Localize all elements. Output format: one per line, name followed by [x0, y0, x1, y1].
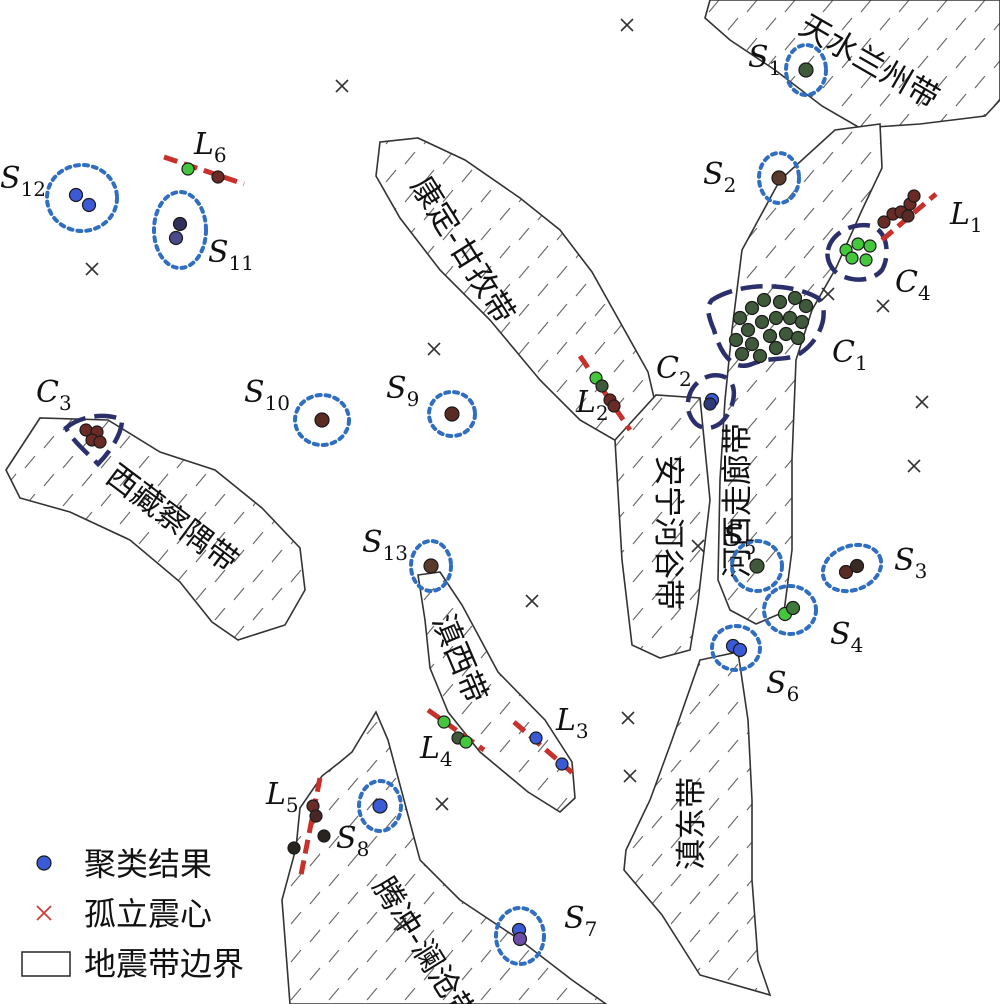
cluster-s11: S11 — [152, 190, 254, 275]
cluster-c1: C1 — [706, 284, 868, 375]
cluster-label-s9: S9 — [386, 371, 419, 411]
cluster-s6: S6 — [710, 624, 799, 706]
isolated-epicenter-marker — [335, 79, 349, 93]
cluster-label-l6: L6 — [193, 127, 227, 167]
isolated-epicenter-marker — [907, 459, 921, 473]
cluster-label-l3: L3 — [555, 703, 589, 743]
cluster-label-s8: S8 — [336, 821, 369, 861]
cluster-s1: S1 — [748, 40, 828, 97]
cluster-s13: S13 — [362, 525, 453, 593]
cluster-label-c4: C4 — [895, 265, 931, 305]
cluster-s12: S12 — [0, 161, 119, 233]
isolated-epicenters — [85, 18, 929, 931]
cluster-l6: L6 — [163, 127, 245, 187]
cluster-l3: L3 — [512, 703, 589, 778]
legend-item-cluster-result: 聚类结果 — [36, 845, 212, 883]
cluster-label-s2: S2 — [703, 157, 736, 197]
isolated-epicenter-marker — [623, 769, 637, 783]
isolated-epicenter-marker — [621, 711, 635, 725]
cluster-c3: C3 — [36, 375, 125, 468]
cluster-label-s11: S11 — [208, 235, 254, 275]
cluster-label-c3: C3 — [36, 375, 72, 415]
cluster-label-s7: S7 — [564, 901, 597, 941]
cluster-c1-points — [728, 290, 814, 364]
zone-xizang-chayu: 西藏察隅带 — [5, 417, 306, 641]
cluster-c2: C2 — [656, 351, 737, 431]
cluster-label-c2: C2 — [656, 351, 692, 391]
zone-diandong: 滇东带 — [623, 651, 772, 997]
legend-item-isolated-epicenter: 孤立震心 — [36, 895, 212, 933]
isolated-epicenter-marker — [876, 299, 890, 313]
legend-label-zone-boundary: 地震带边界 — [84, 945, 244, 983]
cluster-s9: S9 — [386, 371, 477, 438]
cluster-label-l4: L4 — [419, 731, 453, 771]
cluster-l4: L4 — [419, 707, 486, 771]
isolated-epicenter-marker — [525, 594, 539, 608]
legend-label-cluster-result: 聚类结果 — [84, 845, 212, 883]
isolated-epicenter-marker — [435, 797, 449, 811]
zone-anning-valley: 安宁河谷带 — [614, 394, 711, 659]
isolated-epicenter-marker — [620, 18, 634, 32]
cluster-l5: L5 — [265, 777, 331, 881]
legend-item-zone-boundary: 地震带边界 — [21, 945, 244, 983]
isolated-epicenter-marker — [691, 539, 705, 553]
cluster-s4: S4 — [762, 584, 863, 657]
legend-isolated-symbol — [36, 905, 52, 921]
isolated-epicenter-marker — [915, 395, 929, 409]
legend-cluster-symbol — [36, 855, 52, 871]
isolated-epicenter-marker — [393, 917, 407, 931]
legend: 聚类结果 孤立震心 地震带边界 — [21, 845, 244, 983]
cluster-s2: S2 — [703, 151, 801, 205]
cluster-l2: L2 — [575, 354, 633, 432]
cluster-label-s13: S13 — [362, 525, 408, 565]
isolated-epicenter-marker — [821, 287, 835, 301]
cluster-label-s6: S6 — [766, 666, 799, 706]
zone-label-diandong: 滇东带 — [674, 777, 710, 870]
isolated-epicenter-marker — [85, 262, 99, 276]
cluster-s3: S3 — [820, 542, 927, 594]
cluster-label-l1: L1 — [949, 197, 983, 237]
cluster-label-l5: L5 — [265, 777, 299, 817]
zone-dianxi: 滇西带 — [417, 571, 576, 814]
zone-tianshui-lanzhou: 天水兰州带 — [704, 0, 1000, 129]
cluster-s5: S5 — [723, 519, 784, 593]
cluster-c4: C4 — [825, 222, 931, 305]
cluster-label-l2: L2 — [575, 385, 609, 425]
cluster-label-s4: S4 — [830, 617, 863, 657]
cluster-label-s3: S3 — [894, 543, 927, 583]
cluster-s8: S8 — [336, 779, 403, 861]
cluster-label-c1: C1 — [832, 335, 868, 375]
cluster-label-s12: S12 — [0, 161, 46, 201]
cluster-label-s5: S5 — [723, 519, 756, 559]
cluster-s7: S7 — [494, 901, 597, 966]
isolated-epicenter-marker — [427, 342, 441, 356]
cluster-label-s1: S1 — [748, 40, 781, 80]
cluster-s10: S10 — [244, 375, 351, 447]
legend-label-isolated-epicenter: 孤立震心 — [84, 895, 212, 933]
cluster-label-s10: S10 — [244, 375, 290, 415]
legend-zone-symbol — [21, 951, 71, 977]
zone-label-anning: 安宁河谷带 — [650, 455, 686, 610]
cluster-l1: L1 — [877, 189, 983, 242]
